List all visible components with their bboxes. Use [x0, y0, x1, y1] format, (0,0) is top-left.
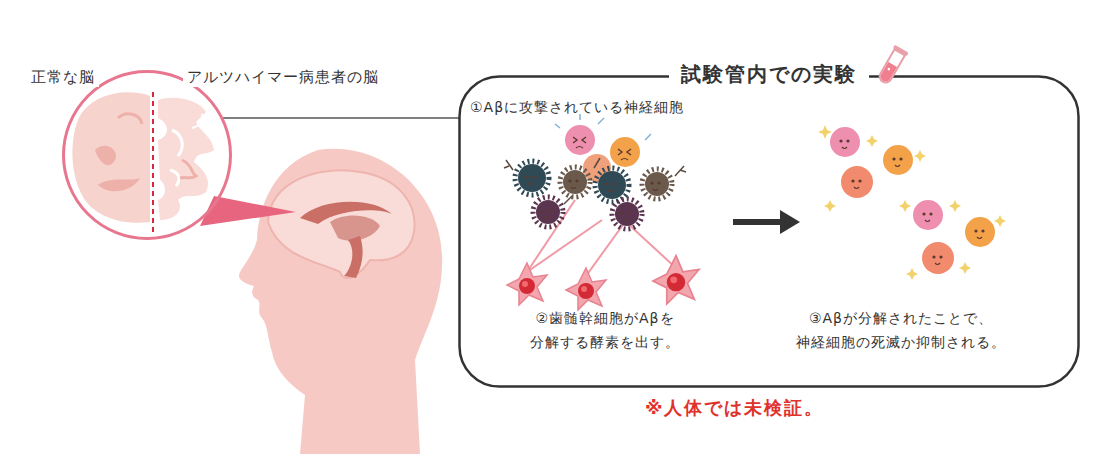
magnified-brain-circle: 正常な脳アルツハイマー病患者の脳	[61, 70, 233, 240]
caution-note: ※人体では未検証。	[645, 396, 825, 420]
test-tube-icon	[876, 45, 909, 86]
panel-heading: 試験管内での実験	[669, 61, 869, 88]
node-outline	[61, 70, 233, 240]
step-text: ③Aβが分解されたことで、 神経細胞の死滅か抑制される。	[776, 307, 1026, 355]
experiment-panel: 試験管内での実験①Aβに攻撃されている神経細胞②歯髄幹細胞がAβを 分解する酵素…	[458, 75, 1080, 388]
leader-connector	[222, 117, 459, 119]
step-text: ①Aβに攻撃されている神経細胞	[470, 99, 684, 117]
step-text: ②歯髄幹細胞がAβを 分解する酵素を出す。	[500, 307, 710, 355]
brain-label: 正常な脳	[27, 68, 99, 87]
brain-label: アルツハイマー病患者の脳	[183, 68, 383, 87]
